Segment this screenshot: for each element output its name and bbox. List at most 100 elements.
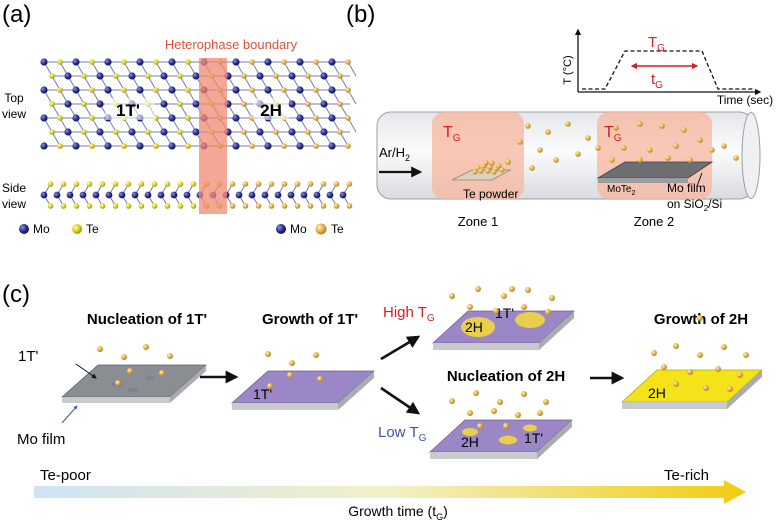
- mo-film-label-2: on SiO2/Si: [667, 197, 722, 213]
- te-vapor-atom: [537, 147, 543, 153]
- high-1t-label: 1T': [495, 305, 514, 321]
- te-atom: [185, 115, 191, 121]
- mo-atom: [131, 191, 139, 199]
- te-atom: [697, 352, 703, 358]
- te-atom: [281, 59, 287, 65]
- furnace-tube: TG TG Te powder MoTe2: [376, 111, 761, 201]
- te-atom: [190, 181, 197, 187]
- mo-legend-icon: [19, 224, 29, 234]
- temperature-profile-curve: [582, 50, 755, 90]
- te-atom: [281, 181, 288, 187]
- low-2h-label: 2H: [461, 434, 479, 450]
- te-atom: [113, 129, 119, 135]
- te-atom: [241, 101, 247, 107]
- mo-atom: [160, 128, 168, 136]
- mo-atom: [328, 114, 336, 122]
- mo-atom: [96, 72, 104, 80]
- side-view-label-2: view: [2, 197, 26, 211]
- te-atom: [521, 391, 527, 397]
- te-atom: [97, 346, 103, 352]
- te-atom: [86, 181, 93, 187]
- te-atom: [515, 412, 521, 418]
- te-atom: [49, 129, 55, 135]
- mo-atom: [326, 191, 334, 199]
- te-atom: [545, 309, 551, 315]
- te-atom: [177, 101, 183, 107]
- mo-atom: [118, 191, 126, 199]
- time-axis-label: Time (sec): [717, 93, 773, 107]
- te-atom: [138, 181, 145, 187]
- te-atom: [703, 385, 709, 391]
- te-vapor-atom: [609, 157, 615, 163]
- te-vapor-atom: [681, 127, 687, 133]
- te-atom: [49, 73, 55, 79]
- te-atom: [145, 73, 151, 79]
- te-powder-grain: [472, 169, 478, 175]
- panel-a-label: (a): [2, 1, 31, 28]
- mo-atom: [232, 114, 240, 122]
- te-atom: [86, 203, 93, 209]
- te-atom: [307, 181, 314, 187]
- mo-atom: [40, 86, 48, 94]
- te-atom: [241, 129, 247, 135]
- mo-atom: [96, 128, 104, 136]
- low-1t-label: 1T': [524, 430, 543, 446]
- te-atom: [307, 203, 314, 209]
- te-atom: [99, 181, 106, 187]
- plate2-1t-label: 1T': [253, 386, 272, 402]
- top-view-lattice: [40, 58, 357, 150]
- te-atom: [249, 59, 255, 65]
- gas-label: Ar/H2: [379, 145, 410, 163]
- mo-atom: [296, 86, 304, 94]
- mo-atom: [157, 191, 165, 199]
- te-powder-grain: [485, 168, 491, 174]
- te-atom: [125, 203, 132, 209]
- zone2-temp-label: TG: [604, 124, 622, 144]
- te-rich-label: Te-rich: [664, 467, 709, 484]
- te-vapor-atom: [697, 137, 703, 143]
- mo-atom: [72, 86, 80, 94]
- mo-atom: [170, 191, 178, 199]
- te-vapor-atom: [553, 157, 559, 163]
- te-atom: [73, 203, 80, 209]
- mo-atom: [64, 72, 72, 80]
- te-atom: [333, 181, 340, 187]
- mo-atom: [160, 72, 168, 80]
- te-atom: [337, 101, 343, 107]
- phase-label-2h: 2H: [260, 101, 282, 120]
- plate-low-tg: [428, 419, 574, 459]
- te-vapor-atom: [647, 147, 653, 153]
- te-atom: [320, 181, 327, 187]
- te-atom: [127, 368, 133, 374]
- te-vapor-atom: [529, 165, 535, 171]
- te-atom: [313, 87, 319, 93]
- low-tg-label: Low TG: [378, 424, 427, 444]
- te-atom: [475, 286, 481, 292]
- mo-atom: [40, 142, 48, 150]
- te-atom: [268, 203, 275, 209]
- growth-time-label: Growth time (tG): [348, 503, 448, 520]
- te-atom: [57, 143, 63, 149]
- te-atom: [727, 386, 733, 392]
- mo-legend-label: Mo: [290, 222, 307, 236]
- te-atom: [229, 181, 236, 187]
- te-atom: [287, 372, 293, 378]
- te-atoms-on-plates: [97, 286, 749, 429]
- mo-atom: [320, 128, 328, 136]
- mo-atom: [264, 86, 272, 94]
- label-mo-film: Mo film: [17, 431, 65, 448]
- mo-atom: [40, 191, 48, 199]
- te-atom: [143, 344, 149, 350]
- mo-atom: [168, 142, 176, 150]
- te-powder-pile: [472, 160, 505, 175]
- te-atom: [509, 286, 515, 292]
- te-atom: [313, 352, 319, 358]
- mo-atom: [328, 142, 336, 150]
- mo-atom: [256, 128, 264, 136]
- plate-high-tg: [431, 310, 576, 350]
- te-atom: [317, 376, 323, 382]
- mo-atom: [40, 58, 48, 66]
- te-powder-grain: [496, 163, 502, 169]
- te-atom: [89, 115, 95, 121]
- mo-atom: [320, 100, 328, 108]
